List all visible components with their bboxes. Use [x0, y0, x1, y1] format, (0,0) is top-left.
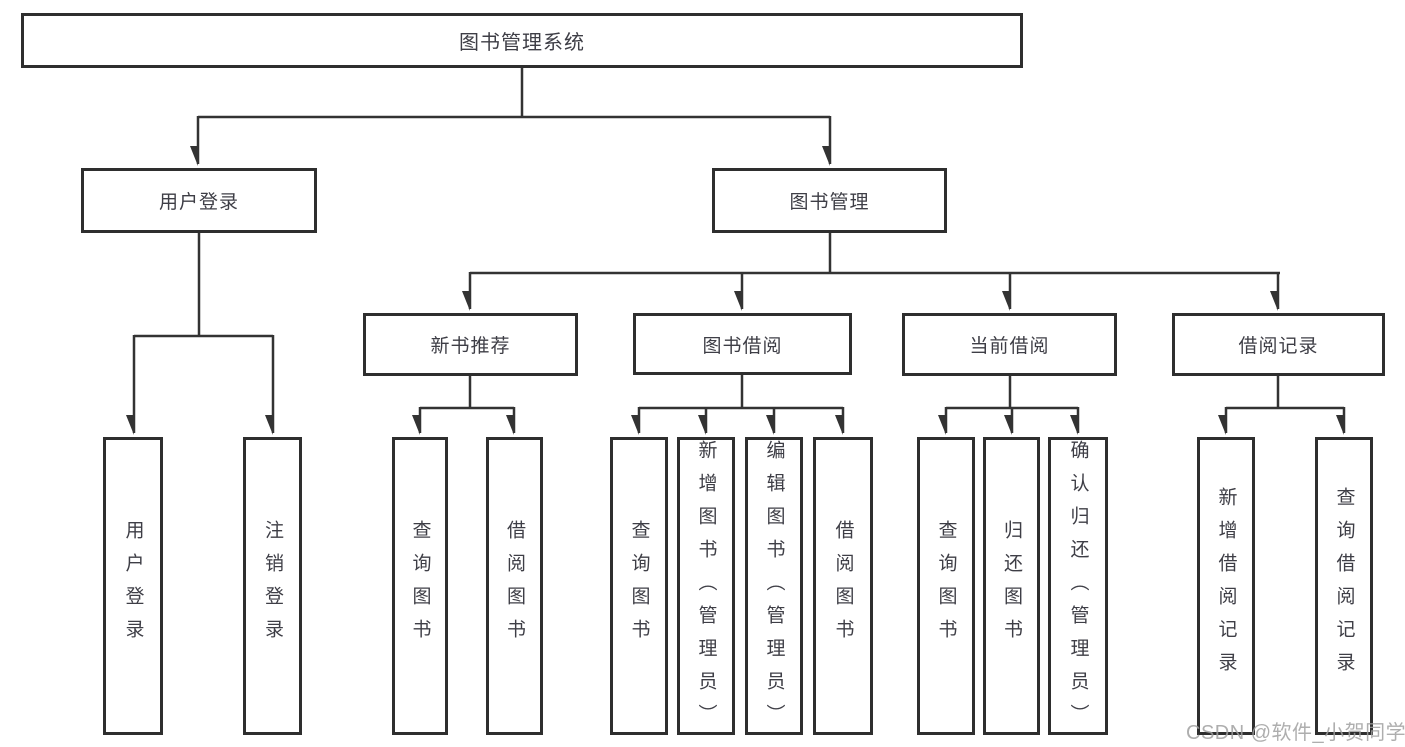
node-label: 借阅图书: [504, 520, 525, 652]
node-label: 图书管理系统: [459, 32, 585, 54]
node-label: 确认归还（管理员）: [1067, 440, 1089, 737]
node-current-borrow: 当前借阅: [902, 313, 1117, 376]
node-book-management: 图书管理: [712, 168, 947, 233]
leaf-query-borrow-record: 查询借阅记录: [1315, 437, 1373, 735]
leaf-query-book-1: 查询图书: [392, 437, 448, 735]
leaf-edit-book-admin: 编辑图书（管理员）: [745, 437, 803, 737]
leaf-borrow-book-2: 借阅图书: [813, 437, 873, 735]
leaf-borrow-book-1: 借阅图书: [486, 437, 543, 735]
leaf-add-borrow-record: 新增借阅记录: [1197, 437, 1255, 735]
node-label: 新书推荐: [430, 336, 511, 357]
node-label: 当前借阅: [969, 336, 1050, 357]
leaf-user-login: 用户登录: [103, 437, 163, 735]
node-label: 用户登录: [158, 192, 239, 213]
node-label: 查询图书: [935, 520, 957, 652]
node-label: 编辑图书（管理员）: [763, 440, 785, 737]
leaf-return-book: 归还图书: [983, 437, 1040, 735]
node-label: 新增借阅记录: [1215, 487, 1237, 685]
node-borrow-record: 借阅记录: [1172, 313, 1385, 376]
node-label: 图书借阅: [702, 335, 783, 357]
node-user-login: 用户登录: [81, 168, 317, 233]
leaf-confirm-return-admin: 确认归还（管理员）: [1048, 437, 1108, 737]
node-label: 注销登录: [262, 520, 283, 652]
node-label: 归还图书: [1001, 520, 1022, 652]
leaf-query-book-3: 查询图书: [917, 437, 975, 735]
node-label: 用户登录: [122, 520, 144, 652]
node-new-book-recommend: 新书推荐: [363, 313, 578, 376]
leaf-logout: 注销登录: [243, 437, 302, 735]
node-label: 图书管理: [789, 192, 870, 213]
leaf-query-book-2: 查询图书: [610, 437, 668, 735]
node-label: 新增图书（管理员）: [695, 440, 717, 737]
node-label: 查询借阅记录: [1333, 487, 1355, 685]
leaf-add-book-admin: 新增图书（管理员）: [677, 437, 735, 737]
csdn-watermark: CSDN @软件_小贺同学: [1186, 722, 1405, 744]
node-label: 借阅记录: [1238, 336, 1319, 357]
node-book-borrow: 图书借阅: [633, 313, 852, 375]
node-label: 查询图书: [628, 520, 650, 652]
node-library-management-system: 图书管理系统: [21, 13, 1023, 68]
node-label: 查询图书: [409, 520, 431, 652]
node-label: 借阅图书: [832, 520, 854, 652]
